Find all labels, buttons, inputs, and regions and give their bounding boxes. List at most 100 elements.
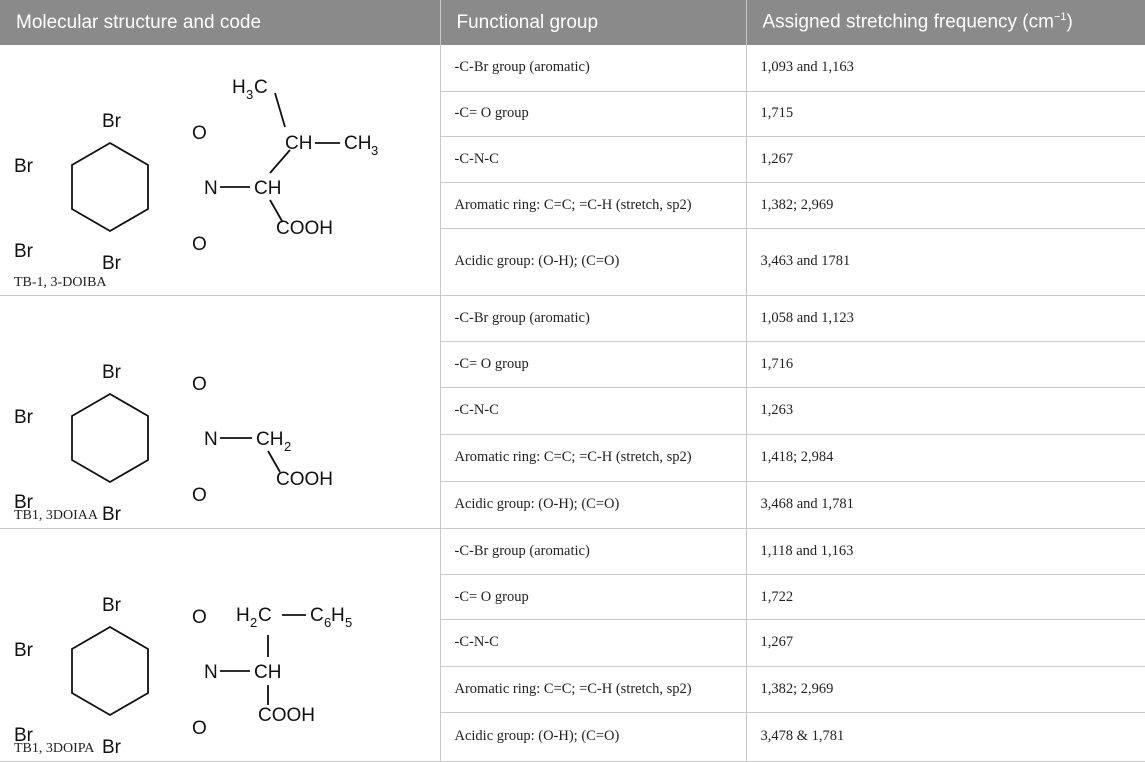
nitrogen-label: N <box>204 429 218 450</box>
subscript-label: 2 <box>250 615 257 630</box>
table-row: Aromatic ring: C=C; =C-H (stretch, sp2)1… <box>0 182 1145 229</box>
oxygen-label: O <box>192 123 207 144</box>
functional-group-cell: -C= O group <box>440 91 747 137</box>
functional-group-cell: -C-N-C <box>440 387 747 435</box>
functional-group-cell: -C-Br group (aromatic) <box>440 295 747 343</box>
br-label: Br <box>102 595 122 616</box>
compound-code: TB1, 3DOIAA <box>14 507 98 523</box>
br-label: Br <box>102 111 122 132</box>
ch-label: CH <box>254 662 281 683</box>
compound-code: TB1, 3DOIPA <box>14 740 95 756</box>
tetrabromophthalimide-core <box>71 392 149 483</box>
table-row: Aromatic ring: C=C; =C-H (stretch, sp2)1… <box>0 434 1145 482</box>
subscript-label: 3 <box>246 87 253 102</box>
functional-group-cell: -C-Br group (aromatic) <box>440 528 747 575</box>
nitrogen-label: N <box>204 662 218 683</box>
c6h5-label: C <box>310 605 324 626</box>
frequency-cell: 3,468 and 1,781 <box>746 481 1145 529</box>
header-structure: Molecular structure and code <box>0 0 441 45</box>
header-frequency-close: ) <box>1066 11 1073 33</box>
c6h5-label: H <box>331 605 345 626</box>
functional-group-cell: Acidic group: (O-H); (C=O) <box>440 481 747 529</box>
h2c-label: C <box>258 605 272 626</box>
nitrogen-label: N <box>204 178 218 199</box>
tetrabromophthalimide-core <box>71 141 149 233</box>
header-frequency: Assigned stretching frequency (cm−1) <box>746 0 1145 45</box>
header-frequency-text: Assigned stretching frequency (cm <box>762 11 1054 33</box>
table-row: Aromatic ring: C=C; =C-H (stretch, sp2)1… <box>0 666 1145 714</box>
oxygen-label: O <box>192 485 207 506</box>
br-label: Br <box>14 492 34 513</box>
br-label: Br <box>102 504 122 525</box>
functional-group-cell: Aromatic ring: C=C; =C-H (stretch, sp2) <box>440 182 747 229</box>
frequency-cell: 1,715 <box>746 91 1145 137</box>
br-label: Br <box>102 362 122 383</box>
br-label: Br <box>14 725 34 746</box>
oxygen-label: O <box>192 607 207 628</box>
frequency-cell: 1,267 <box>746 136 1145 183</box>
ch-label: CH <box>285 133 312 154</box>
frequency-cell: 1,716 <box>746 341 1145 389</box>
frequency-cell: 1,263 <box>746 387 1145 435</box>
oxygen-label: O <box>192 718 207 739</box>
frequency-cell: 1,058 and 1,123 <box>746 295 1145 343</box>
ch-label: CH <box>254 178 281 199</box>
functional-group-cell: -C-Br group (aromatic) <box>440 45 747 92</box>
h3c-label: C <box>254 77 268 98</box>
cooh-label: COOH <box>258 705 315 726</box>
h3c-label: H <box>232 77 246 98</box>
h2c-label: H <box>236 605 250 626</box>
br-label: Br <box>14 241 34 262</box>
frequency-cell: 1,093 and 1,163 <box>746 45 1145 92</box>
br-label: Br <box>14 407 34 428</box>
frequency-cell: 3,463 and 1781 <box>746 228 1145 296</box>
frequency-cell: 1,722 <box>746 574 1145 621</box>
functional-group-cell: -C= O group <box>440 574 747 621</box>
frequency-cell: 1,118 and 1,163 <box>746 528 1145 575</box>
table-row: Acidic group: (O-H); (C=O)3,468 and 1,78… <box>0 481 1145 529</box>
subscript-label: 6 <box>324 615 331 630</box>
cooh-label: COOH <box>276 469 333 490</box>
oxygen-label: O <box>192 374 207 395</box>
functional-group-cell: Acidic group: (O-H); (C=O) <box>440 712 747 762</box>
table-row: Acidic group: (O-H); (C=O)3,463 and 1781 <box>0 228 1145 296</box>
oxygen-label: O <box>192 234 207 255</box>
ch3-label: CH <box>344 133 371 154</box>
functional-group-cell: Aromatic ring: C=C; =C-H (stretch, sp2) <box>440 666 747 714</box>
subscript-label: 2 <box>284 439 291 454</box>
br-label: Br <box>102 737 122 758</box>
frequency-cell: 3,478 & 1,781 <box>746 712 1145 762</box>
compound-code: TB-1, 3-DOIBA <box>14 274 107 290</box>
ch2-label: CH <box>256 429 283 450</box>
header-row: Molecular structure and code Functional … <box>0 0 1145 45</box>
functional-group-cell: Acidic group: (O-H); (C=O) <box>440 228 747 296</box>
functional-group-cell: -C= O group <box>440 341 747 389</box>
frequency-cell: 1,382; 2,969 <box>746 666 1145 714</box>
tetrabromophthalimide-core <box>71 625 149 716</box>
functional-group-cell: -C-N-C <box>440 136 747 183</box>
cooh-label: COOH <box>276 218 333 239</box>
table-row: Acidic group: (O-H); (C=O)3,478 & 1,781 <box>0 712 1145 762</box>
br-label: Br <box>102 253 122 274</box>
header-frequency-exponent: −1 <box>1053 11 1067 24</box>
frequency-cell: 1,418; 2,984 <box>746 434 1145 482</box>
br-label: Br <box>14 640 34 661</box>
header-functional-group: Functional group <box>440 0 747 45</box>
